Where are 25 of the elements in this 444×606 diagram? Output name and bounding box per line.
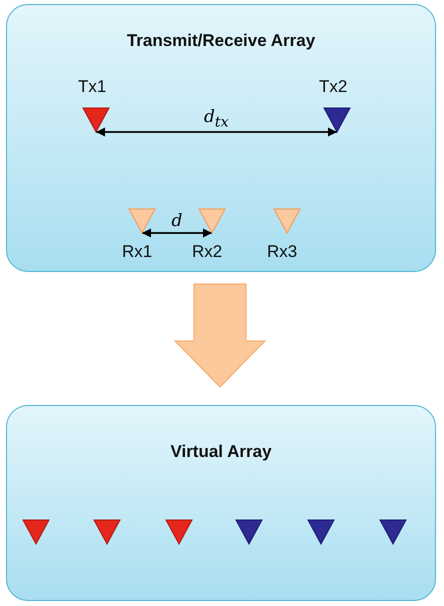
edge-label: d$_{tx}$: [204, 107, 229, 130]
antenna-triangle: [198, 208, 226, 234]
antenna-triangle: [273, 208, 301, 234]
double-headed-arrow: [96, 128, 337, 136]
antenna-label: Tx2: [319, 77, 348, 97]
array-panel: [6, 4, 436, 272]
panel-title: Transmit/Receive Array: [126, 31, 316, 51]
antenna-label: Tx1: [78, 77, 106, 97]
antenna-triangle: [93, 519, 121, 545]
double-headed-arrow: [142, 228, 212, 238]
block-arrow: [174, 284, 266, 388]
antenna-triangle: [379, 519, 407, 545]
array-panel: [6, 405, 436, 601]
antenna-triangle: [323, 107, 351, 133]
edge-label: d: [172, 211, 182, 231]
antenna-triangle: [165, 519, 193, 545]
antenna-triangle: [307, 519, 335, 545]
antenna-label: Rx3: [267, 242, 298, 262]
antenna-label: Rx1: [122, 242, 152, 262]
antenna-triangle: [128, 208, 156, 234]
antenna-triangle: [235, 519, 263, 545]
antenna-triangle: [82, 107, 110, 133]
panel-title: Virtual Array: [170, 442, 272, 462]
antenna-triangle: [22, 519, 50, 545]
antenna-label: Rx2: [192, 242, 222, 262]
